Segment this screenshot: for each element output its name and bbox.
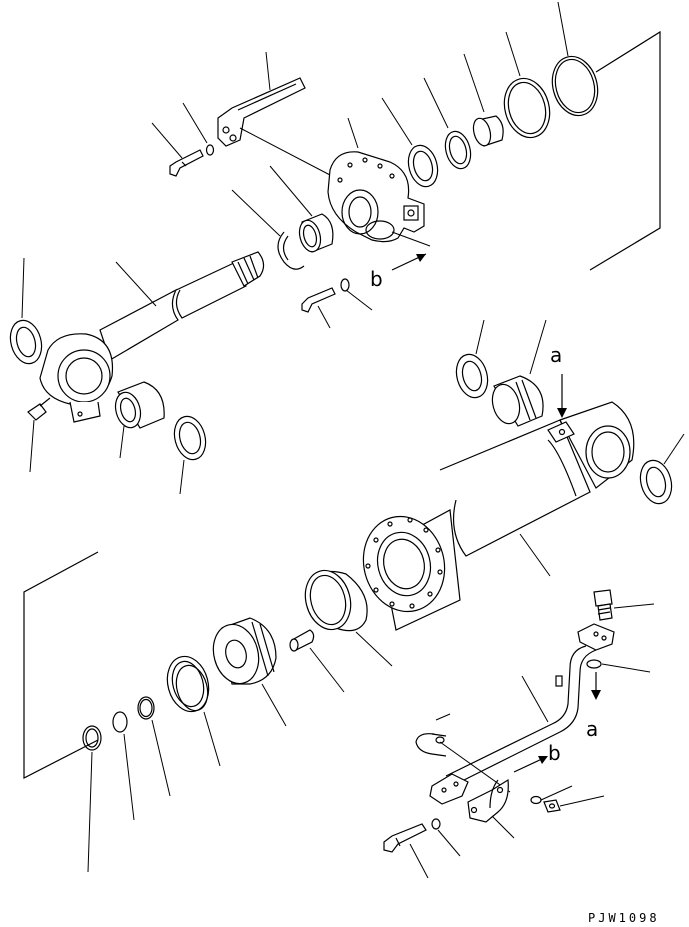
leader-wear-ring-large <box>355 631 393 667</box>
drawing-code: PJW1098 <box>588 911 660 925</box>
label-b-lower: b <box>548 741 561 765</box>
piston-rod <box>99 251 265 361</box>
pipe-flange-block <box>577 623 615 651</box>
leader-head-port <box>391 231 431 247</box>
leader-washer-middle <box>345 289 373 311</box>
leader-snap-ring <box>231 189 281 237</box>
leader-ring-seal-2 <box>423 77 449 129</box>
backup-ring <box>137 696 155 720</box>
rod-bushing <box>298 213 334 253</box>
leader-pin-bushing-tube <box>529 319 547 375</box>
clamp-bracket <box>467 778 509 823</box>
leader-backup-ring <box>151 719 171 797</box>
leader-ring-lower <box>87 751 93 873</box>
leader-piston <box>261 683 287 727</box>
label-b-upper: b <box>370 267 383 291</box>
tube-flange <box>362 515 446 613</box>
ring-seal-2 <box>444 130 472 170</box>
leader-washer-top <box>182 102 208 144</box>
piston <box>212 617 277 685</box>
bolt-pipe-bottom <box>383 823 427 853</box>
arrow-a-lower-icon <box>591 672 601 700</box>
kit-boundary-lower <box>23 551 99 779</box>
bushing-sleeve <box>472 115 504 147</box>
dust-seal-left-2 <box>173 415 207 461</box>
washer-middle <box>340 278 350 292</box>
leader-dust-seal-tube <box>475 319 485 355</box>
bolt-middle <box>301 287 336 313</box>
cylinder-head <box>327 151 425 243</box>
bolt-top <box>169 149 204 177</box>
label-a-lower: a <box>586 717 598 741</box>
leader-o-ring-small <box>123 733 135 821</box>
leader-clamp-bracket <box>491 815 515 839</box>
o-ring-flange <box>586 659 602 669</box>
leader-dust-seal-left <box>21 257 25 319</box>
leader-pin-bushing-left <box>119 425 125 459</box>
leader-u-bolt <box>435 713 451 721</box>
o-ring-top <box>551 55 599 117</box>
leader-head <box>347 117 359 149</box>
dust-seal-right <box>639 459 673 505</box>
washer-small-top <box>205 144 215 156</box>
pin-bushing-tube <box>491 375 544 427</box>
arrow-b-lower-icon <box>513 756 548 773</box>
leader-u-bolt-clamp <box>439 741 511 793</box>
washer-pipe-bottom <box>431 818 441 830</box>
dust-seal-tube <box>455 353 489 399</box>
nut-pipe-right <box>543 799 561 813</box>
leader-hydraulic-pipe <box>521 675 549 723</box>
bolt-pipe-top <box>593 589 613 621</box>
pin-bushing-left <box>114 381 165 429</box>
leader-piston-ring <box>203 711 221 767</box>
arrow-b-upper-icon <box>391 253 427 271</box>
leader-piston-pin <box>309 647 345 693</box>
label-a-tube: a <box>550 343 562 367</box>
leader-piston-rod <box>115 261 157 307</box>
u-bolt <box>415 733 447 757</box>
leader-bracket-head <box>239 127 331 176</box>
leader-o-ring-flange <box>601 663 651 673</box>
rod-eye <box>39 333 114 423</box>
leader-nut-pipe-right <box>559 795 605 807</box>
washer-pipe-right <box>530 795 542 805</box>
snap-ring <box>277 231 305 270</box>
leader-bolt-middle <box>317 305 331 329</box>
dust-seal-left <box>9 319 43 365</box>
ring-lower <box>82 725 102 751</box>
piston-ring <box>166 655 210 713</box>
leader-bracket <box>265 51 271 91</box>
leader-bolt-pipe-bottom <box>409 843 429 879</box>
ring-seal-1 <box>407 144 439 188</box>
leader-dust-seal-right <box>663 433 685 465</box>
mounting-bracket <box>217 77 306 147</box>
leader-rod-bushing <box>269 165 313 217</box>
leader-cylinder-tube <box>519 533 551 577</box>
leader-ring-seal-1 <box>381 97 413 146</box>
ring-wear <box>503 77 551 139</box>
leader-grease-fitting <box>29 419 35 473</box>
leader-washer-pipe-bottom <box>437 829 461 857</box>
leader-bushing-sleeve <box>463 53 485 113</box>
leader-washer-pipe-right <box>540 785 573 801</box>
leader-o-ring-top <box>557 1 569 57</box>
arrow-a-tube-icon <box>557 374 567 418</box>
leader-bolt-pipe-top <box>613 603 655 609</box>
grease-fitting <box>27 397 51 421</box>
o-ring-small <box>112 711 128 733</box>
leader-ring-wear <box>505 31 521 77</box>
hydraulic-pipe <box>445 645 597 787</box>
leader-dust-seal-left-2 <box>179 459 185 495</box>
piston-pin <box>289 629 315 652</box>
wear-ring-large <box>304 569 368 632</box>
kit-boundary-upper <box>589 30 661 271</box>
pipe-flange-lower <box>429 773 469 805</box>
leader-bolt-top <box>151 122 183 159</box>
